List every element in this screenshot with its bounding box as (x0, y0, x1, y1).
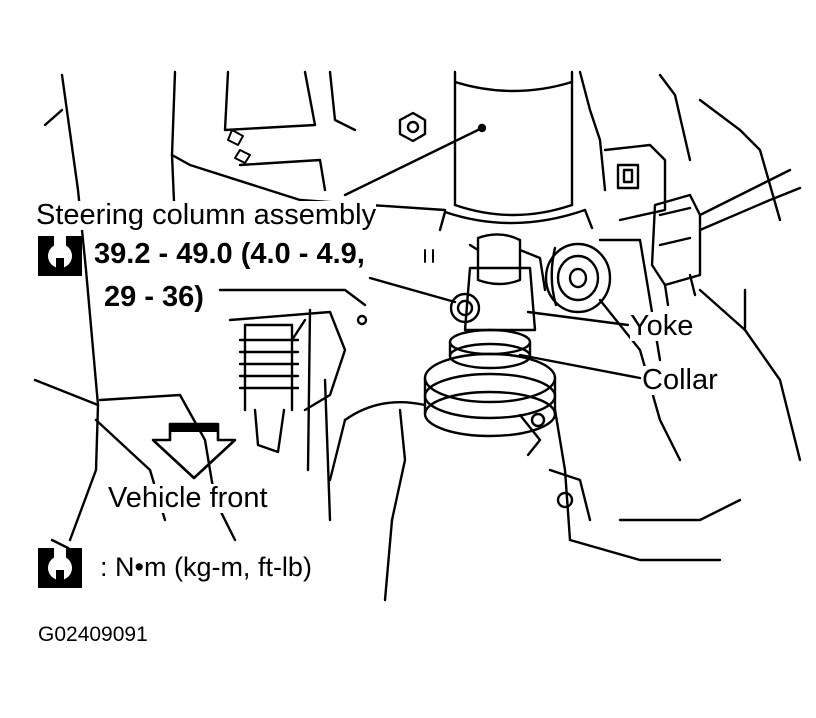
pedal-spring (238, 318, 307, 454)
yoke-label: Yoke (630, 310, 694, 342)
collar-rings (448, 328, 532, 370)
steering-column-label: Steering column assembly (36, 199, 377, 231)
lower-column-housing (328, 400, 742, 602)
wire-connector (650, 168, 802, 307)
pulley-wheel (544, 242, 612, 314)
steering-column-leader (343, 126, 484, 197)
steering-column-tube (438, 70, 607, 232)
torque-leader (368, 276, 457, 304)
torque-wrench-icon (38, 548, 82, 588)
figure-code: G02409091 (38, 623, 148, 646)
yoke-leader (526, 310, 630, 327)
torque-spec-line2: 29 - 36) (104, 281, 204, 313)
torque-wrench-icon (38, 236, 82, 276)
torque-spec-line1: 39.2 - 49.0 (4.0 - 4.9, (94, 238, 365, 270)
collar-label: Collar (642, 364, 718, 396)
left-panel-lines (33, 73, 237, 550)
units-legend: : N•m (kg-m, ft-lb) (100, 552, 312, 582)
mounting-bolt (398, 111, 427, 143)
vehicle-front-label: Vehicle front (108, 482, 268, 514)
collar-leader (518, 353, 642, 380)
pedal-bracket (218, 288, 368, 522)
universal-joint-yoke (449, 233, 547, 332)
upper-bracket (170, 70, 447, 227)
vehicle-front-arrow-icon (151, 422, 237, 480)
bellows-boot (423, 352, 557, 457)
